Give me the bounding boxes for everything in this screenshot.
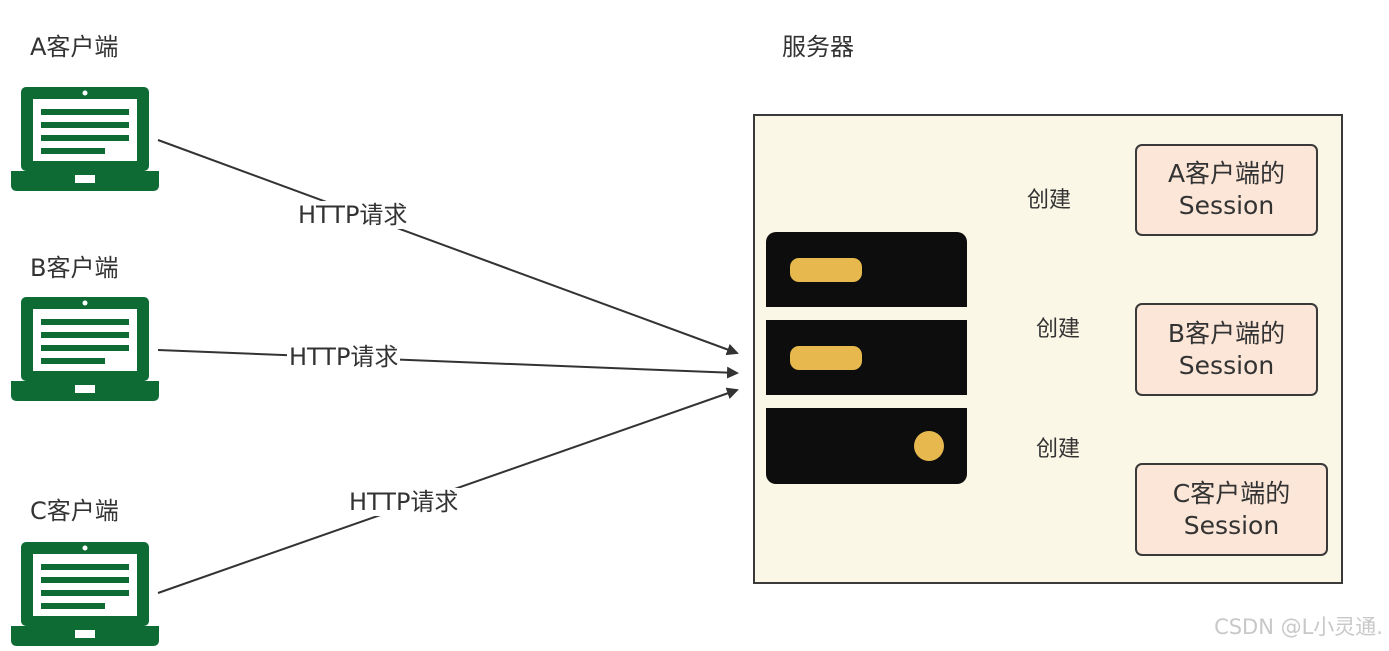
client-a-label: A客户端 — [30, 33, 119, 61]
session-a-line1: A客户端的 — [1167, 159, 1286, 188]
create-label-a: 创建 — [1027, 188, 1072, 213]
session-box-a: A客户端的 Session — [1135, 144, 1318, 236]
request-arrow-a — [157, 139, 739, 356]
session-box-c: C客户端的 Session — [1135, 463, 1328, 556]
server-title: 服务器 — [782, 33, 854, 61]
indicator-pill-top — [790, 258, 862, 282]
request-label-b: HTTP请求 — [287, 343, 401, 371]
indicator-pill-middle — [790, 346, 862, 370]
session-c-line2: Session — [1183, 510, 1280, 540]
watermark: CSDN @L小灵通. — [1214, 615, 1383, 639]
session-c-line1: C客户端的 — [1172, 478, 1291, 508]
laptop-icon — [11, 297, 159, 401]
client-b-label: B客户端 — [30, 254, 119, 282]
session-b-line2: Session — [1178, 350, 1275, 380]
session-b-line1: B客户端的 — [1167, 318, 1286, 348]
client-c-label: C客户端 — [30, 497, 119, 525]
request-arrow-b — [157, 349, 739, 379]
session-box-b: B客户端的 Session — [1135, 303, 1318, 396]
session-a-line2: Session — [1178, 191, 1275, 220]
laptop-icon — [11, 87, 159, 191]
create-label-c: 创建 — [1036, 437, 1081, 462]
indicator-dot-bottom — [914, 431, 944, 461]
laptop-icon — [11, 542, 159, 646]
create-label-b: 创建 — [1036, 317, 1081, 342]
request-label-c: HTTP请求 — [347, 488, 461, 516]
request-label-a: HTTP请求 — [296, 201, 410, 229]
